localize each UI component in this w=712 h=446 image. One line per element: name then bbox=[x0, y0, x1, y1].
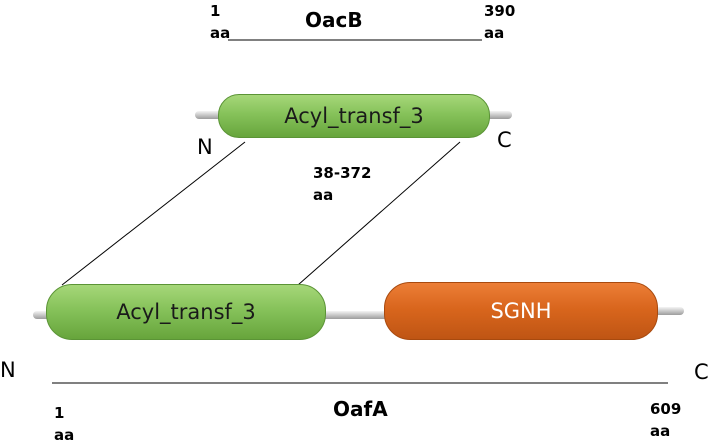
oafa-domain2-label: SGNH bbox=[490, 299, 552, 323]
homology-line-right bbox=[297, 141, 461, 286]
oafa-end-number: 609 bbox=[650, 400, 682, 418]
oacb-end-number: 390 bbox=[484, 2, 516, 20]
oacb-domain-label: Acyl_transf_3 bbox=[284, 104, 424, 128]
oacb-title: OacB bbox=[305, 8, 363, 32]
homology-line-left bbox=[61, 141, 246, 286]
oafa-sgnh-domain: SGNH bbox=[384, 282, 658, 340]
oacb-end-label: 390 aa bbox=[484, 0, 515, 44]
oacb-domain-range: 38-372 aa bbox=[313, 162, 371, 206]
oacb-domain-range-unit: aa bbox=[313, 186, 334, 204]
oafa-n-terminus: N bbox=[0, 358, 16, 382]
oacb-c-terminus: C bbox=[497, 128, 512, 152]
oacb-n-terminus: N bbox=[197, 135, 213, 159]
oafa-c-terminus: C bbox=[694, 360, 709, 384]
oacb-start-unit: aa bbox=[210, 24, 231, 42]
oafa-c-linker bbox=[650, 307, 684, 315]
oafa-acyl-transf-domain: Acyl_transf_3 bbox=[46, 284, 326, 340]
oafa-end-label: 609 aa bbox=[650, 398, 681, 442]
oafa-start-label: 1 aa bbox=[54, 402, 74, 446]
oacb-n-linker bbox=[195, 111, 225, 119]
oacb-domain-range-number: 38-372 bbox=[313, 164, 372, 182]
oacb-c-linker bbox=[484, 111, 512, 119]
oafa-middle-linker bbox=[320, 311, 390, 319]
oafa-end-unit: aa bbox=[650, 422, 671, 440]
oafa-title: OafA bbox=[333, 397, 388, 421]
oacb-start-number: 1 bbox=[210, 2, 221, 20]
oafa-start-unit: aa bbox=[54, 426, 75, 444]
oacb-start-label: 1 aa bbox=[210, 0, 230, 44]
oafa-domain1-label: Acyl_transf_3 bbox=[116, 300, 256, 324]
oacb-acyl-transf-domain: Acyl_transf_3 bbox=[218, 94, 490, 138]
oafa-start-number: 1 bbox=[54, 404, 65, 422]
oacb-end-unit: aa bbox=[484, 24, 505, 42]
